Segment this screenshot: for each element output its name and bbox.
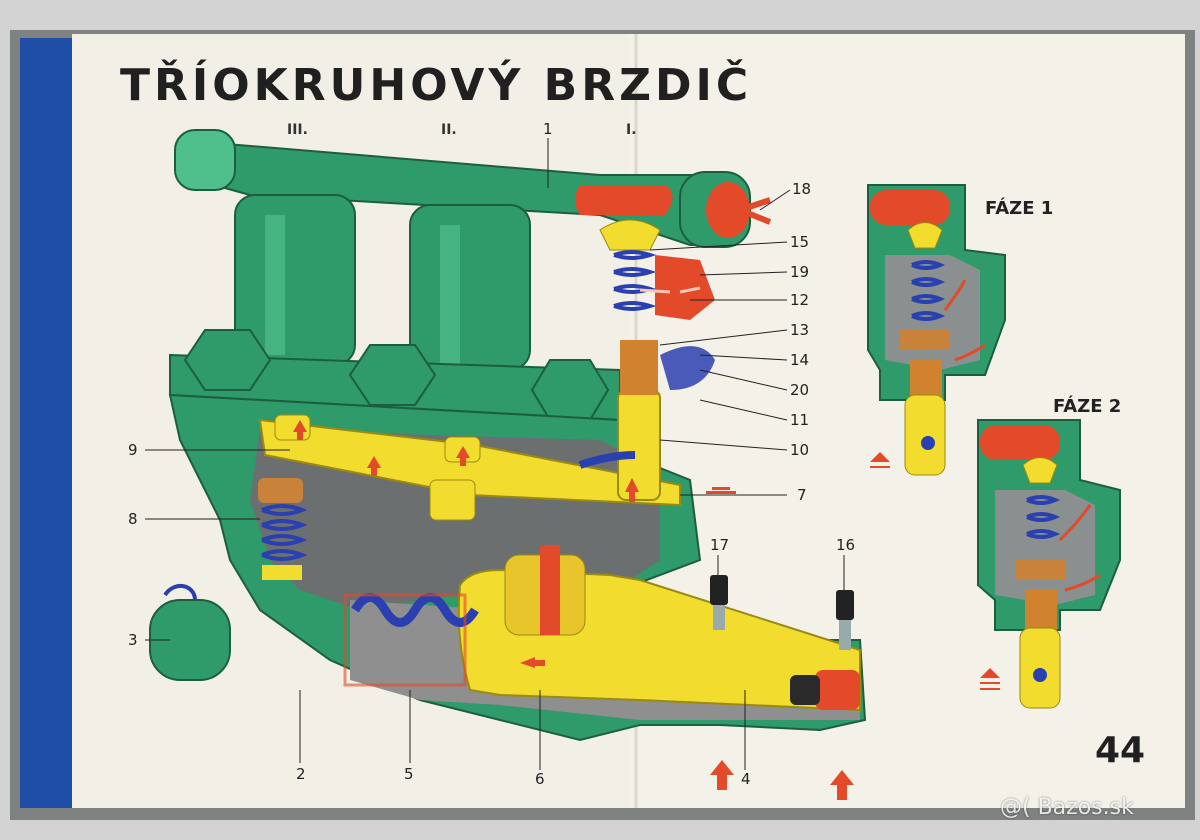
page-title: TŘÍOKRUHOVÝ BRZDIČ — [120, 60, 753, 111]
inlet-port — [706, 182, 750, 238]
callout-13: 13 — [790, 321, 810, 339]
phase-2-label: FÁZE 2 — [1053, 396, 1122, 417]
callout-3: 3 — [128, 631, 138, 649]
page-number: 44 — [1095, 730, 1146, 771]
circuit-label-1: I. — [626, 122, 637, 138]
callout-20: 20 — [790, 381, 810, 399]
leader-lines — [145, 138, 845, 770]
callout-1: 1 — [543, 120, 553, 138]
callout-4: 4 — [741, 770, 751, 788]
pressure-chamber-top — [575, 185, 673, 215]
callout-7: 7 — [797, 486, 807, 504]
callout-11: 11 — [790, 411, 810, 429]
test-fitting-16 — [836, 590, 854, 620]
main-spring — [351, 593, 479, 627]
return-spring — [261, 504, 308, 561]
valve-plunger — [617, 389, 661, 501]
callout-14: 14 — [790, 351, 810, 369]
phase-1-diagram — [867, 184, 1006, 476]
watermark: @( Bazos.sk — [1000, 795, 1134, 820]
callout-9: 9 — [128, 441, 138, 459]
circuit-label-2: II. — [441, 122, 457, 138]
callout-17: 17 — [710, 536, 730, 554]
callout-15: 15 — [790, 233, 810, 251]
callout-6: 6 — [535, 770, 545, 788]
callout-2: 2 — [296, 765, 306, 783]
callout-19: 19 — [790, 263, 810, 281]
callout-5: 5 — [404, 765, 414, 783]
brake-valve-diagram — [149, 129, 867, 800]
book-spine — [20, 38, 78, 808]
phase-1-label: FÁZE 1 — [985, 198, 1054, 219]
callout-16: 16 — [836, 536, 856, 554]
test-fitting-17 — [710, 575, 728, 605]
callout-10: 10 — [790, 441, 810, 459]
callout-18: 18 — [792, 180, 812, 198]
callout-12: 12 — [790, 291, 810, 309]
phase-2-diagram — [977, 419, 1121, 709]
callout-8: 8 — [128, 510, 138, 528]
circuit-label-3: III. — [287, 122, 308, 138]
